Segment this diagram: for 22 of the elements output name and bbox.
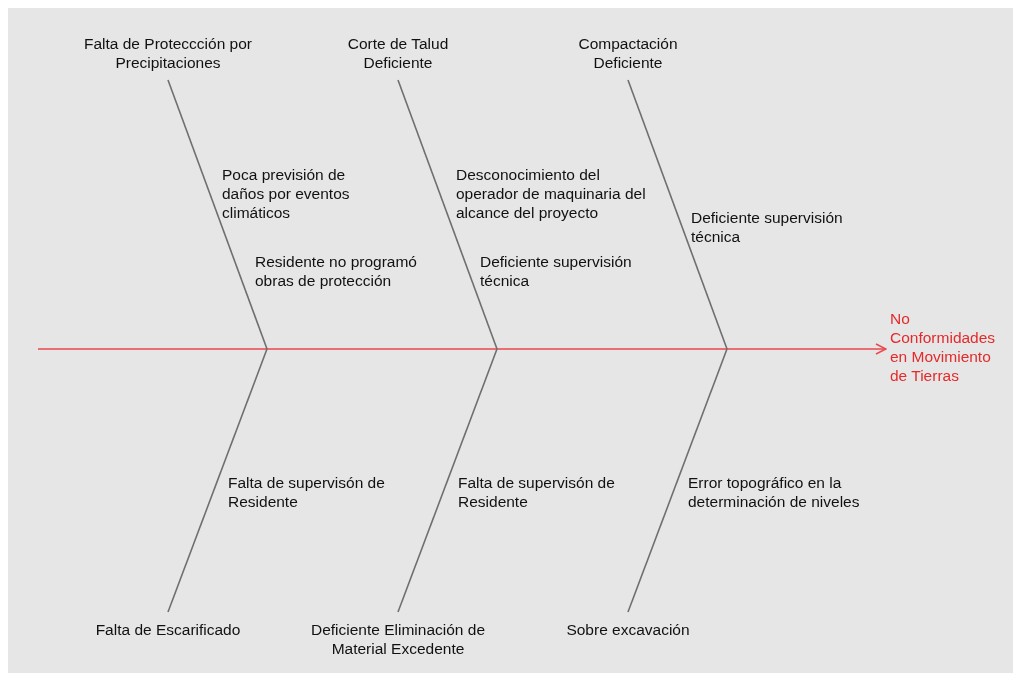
cause-label: Residente no programó obras de protección bbox=[255, 252, 418, 290]
bone-line bbox=[397, 79, 498, 350]
bone-line bbox=[167, 79, 268, 350]
cause-label: Deficiente supervisión técnica bbox=[691, 208, 844, 246]
bone-line bbox=[397, 348, 498, 613]
cause-label: Poca previsión de daños por eventos climáticos bbox=[222, 165, 351, 222]
category-label: Compactación Deficiente bbox=[548, 34, 708, 72]
category-label: Sobre excavación bbox=[538, 620, 718, 639]
category-label: Corte de Talud Deficiente bbox=[318, 34, 478, 72]
bone-line bbox=[627, 348, 728, 613]
bone-line bbox=[627, 79, 728, 350]
cause-label: Falta de supervisón de Residente bbox=[228, 473, 386, 511]
category-label: Falta de Escarificado bbox=[68, 620, 268, 639]
effect-label: No Conformidades en Movimiento de Tierras bbox=[890, 309, 1012, 385]
category-label: Deficiente Eliminación de Material Excedente bbox=[298, 620, 498, 658]
cause-label: Falta de supervisón de Residente bbox=[458, 473, 616, 511]
cause-label: Desconocimiento del operador de maquinaria del alcance del proyecto bbox=[456, 165, 646, 222]
cause-label: Deficiente supervisión técnica bbox=[480, 252, 633, 290]
cause-label: Error topográfico en la determinación de niveles bbox=[688, 473, 861, 511]
spine-arrow bbox=[37, 343, 887, 355]
category-label: Falta de Proteccción por Precipitaciones bbox=[63, 34, 273, 72]
bone-line bbox=[167, 348, 268, 613]
